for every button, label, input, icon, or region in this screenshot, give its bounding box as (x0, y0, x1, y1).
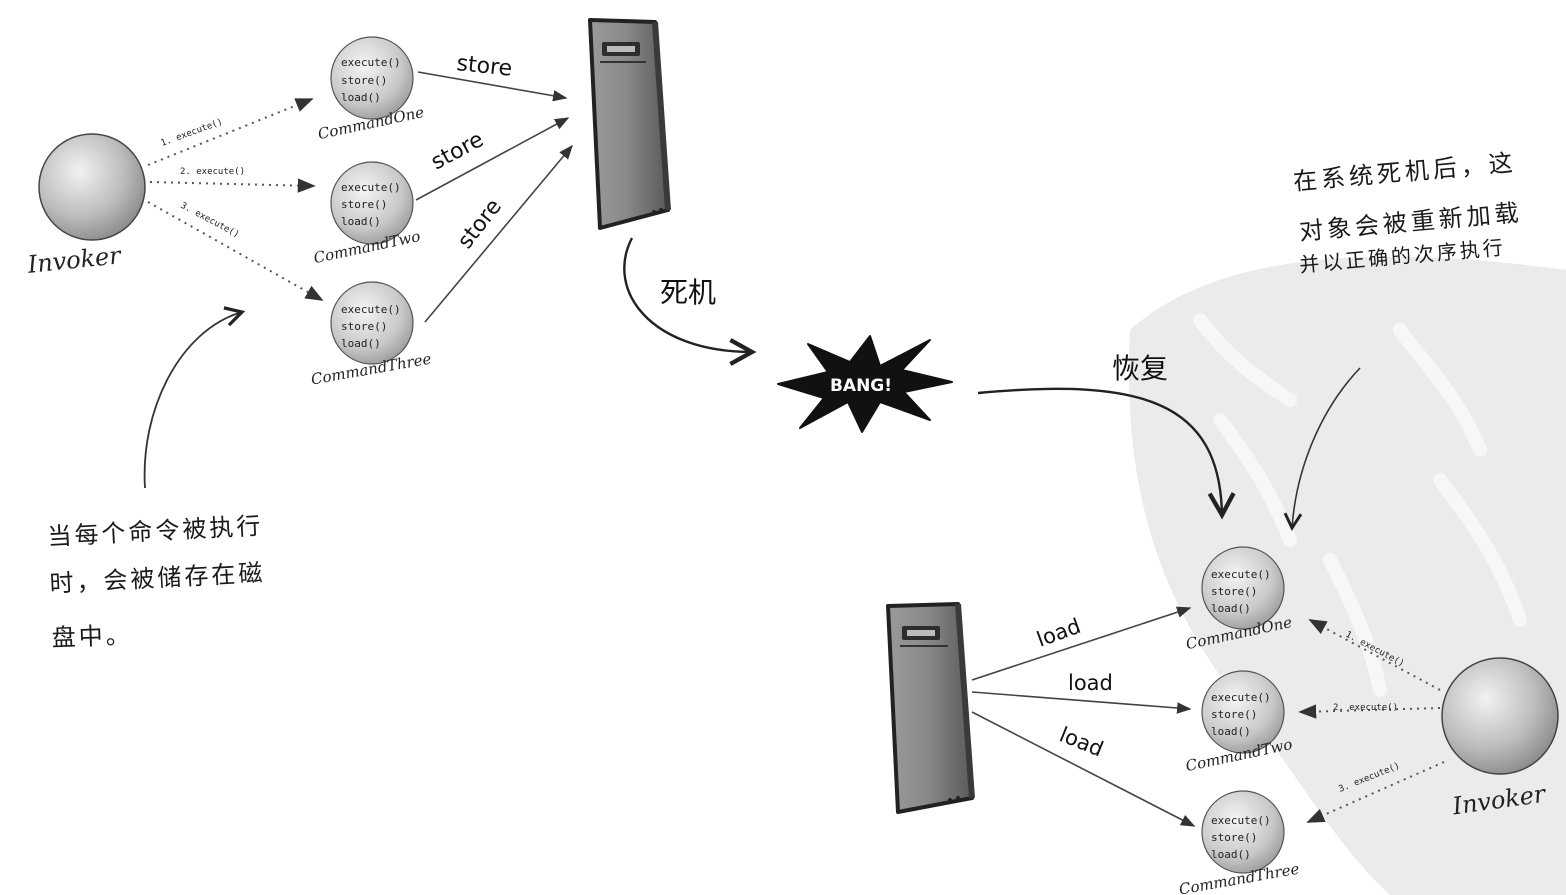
invoker-top: Invoker (25, 133, 146, 279)
svg-text:execute(): execute() (341, 56, 401, 69)
invoker-top-label: Invoker (25, 241, 123, 279)
command-one-top: execute() store() load() CommandOne (316, 36, 426, 143)
svg-text:当每个命令被执行: 当每个命令被执行 (47, 512, 264, 551)
recover-arrow (977, 387, 1236, 520)
invoker-bottom: Invoker (1441, 657, 1559, 821)
execute-call-bottom-2: 2. execute() (1333, 703, 1398, 713)
server-tower-bottom (886, 602, 975, 814)
bang-label: BANG! (830, 376, 892, 396)
svg-text:execute(): execute() (341, 303, 401, 316)
load-label-3: load (1056, 722, 1107, 761)
svg-text:store(): store() (341, 198, 387, 211)
bang-burst: BANG! (777, 335, 953, 433)
store-label-2: store (427, 127, 488, 175)
crash-label: 死机 (660, 276, 716, 309)
svg-text:load(): load() (1211, 848, 1251, 861)
note-left-pointer (143, 306, 246, 489)
svg-text:时，会被储存在磁: 时，会被储存在磁 (49, 559, 266, 598)
execute-arrows-bottom (1298, 619, 1445, 823)
execute-arrow-1 (147, 98, 314, 166)
command-three-top: execute() store() load() CommandThree (310, 281, 433, 389)
store-arrows (415, 71, 573, 323)
load-label-2: load (1068, 671, 1113, 695)
command-two-top: execute() store() load() CommandTwo (312, 161, 422, 267)
watermark-strokes (1193, 313, 1527, 697)
svg-text:在系统死机后，这: 在系统死机后，这 (1292, 149, 1518, 196)
svg-text:execute(): execute() (1211, 568, 1271, 581)
execute-arrow-2 (149, 178, 316, 193)
execute-call-1: 1. execute() (160, 117, 225, 149)
svg-text:execute(): execute() (1211, 814, 1271, 827)
svg-text:load(): load() (341, 215, 381, 228)
svg-text:execute(): execute() (1211, 691, 1271, 704)
crash-arrow (623, 237, 757, 366)
svg-text:store(): store() (1211, 585, 1257, 598)
svg-text:盘中。: 盘中。 (51, 621, 133, 652)
svg-text:load(): load() (341, 337, 381, 350)
load-arrows (971, 606, 1196, 827)
note-left: 当每个命令被执行 时，会被储存在磁 盘中。 (47, 512, 266, 652)
execute-call-3: 3. execute() (179, 201, 241, 240)
execute-arrows-top (147, 98, 324, 301)
svg-text:load(): load() (1211, 602, 1251, 615)
note-right: 在系统死机后，这 对象会被重新加载 并以正确的次序执行 (1292, 149, 1524, 277)
svg-text:execute(): execute() (341, 181, 401, 194)
svg-text:store(): store() (341, 74, 387, 87)
svg-text:load(): load() (1211, 725, 1251, 738)
server-tower-top (588, 18, 671, 230)
note-right-pointer (1283, 367, 1361, 531)
store-label-1: store (455, 51, 513, 82)
store-label-3: store (453, 194, 507, 253)
recover-label: 恢复 (1112, 352, 1168, 385)
execute-call-2: 2. execute() (180, 167, 245, 177)
execute-arrow-3 (147, 201, 324, 301)
svg-text:load(): load() (341, 91, 381, 104)
command-three-bottom: execute() store() load() CommandThree (1178, 790, 1301, 895)
svg-text:store(): store() (341, 320, 387, 333)
svg-text:store(): store() (1211, 831, 1257, 844)
svg-text:store(): store() (1211, 708, 1257, 721)
